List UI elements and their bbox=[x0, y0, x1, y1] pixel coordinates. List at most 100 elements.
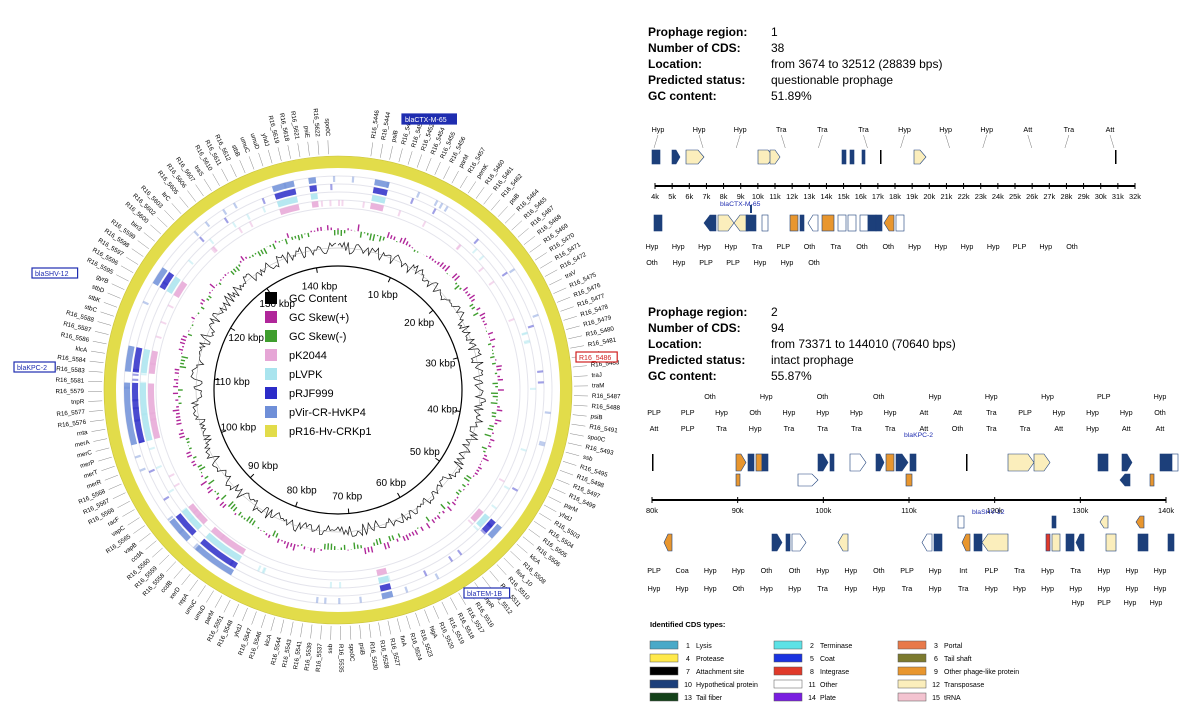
cds-type-label: Hyp bbox=[732, 566, 745, 575]
gene-label: spo0C bbox=[587, 434, 606, 444]
leader-line bbox=[1028, 135, 1032, 148]
gc-skew-bar bbox=[463, 287, 467, 290]
gene-label: stbC bbox=[83, 303, 98, 314]
gc-skew-bar bbox=[354, 543, 355, 550]
gc-skew-bar bbox=[228, 502, 233, 507]
cds-type-label: Hyp bbox=[648, 584, 661, 593]
cds-arrow bbox=[1120, 474, 1130, 486]
cds-block bbox=[886, 454, 894, 471]
gc-skew-bar bbox=[192, 325, 193, 326]
legend-label: GC Content bbox=[289, 293, 347, 305]
cds-type-label: Hyp bbox=[1086, 424, 1099, 433]
prophage1-axis-tick-label: 4k bbox=[651, 192, 659, 201]
gene-leader-line bbox=[482, 577, 491, 588]
cds-legend-swatch bbox=[650, 654, 678, 662]
gc-skew-bar bbox=[173, 410, 180, 411]
gc-skew-bar bbox=[370, 233, 371, 240]
gc-skew-bar bbox=[447, 273, 448, 274]
cds-block bbox=[868, 215, 876, 231]
blast-hit-block bbox=[381, 591, 393, 599]
legend-swatch bbox=[265, 330, 277, 342]
blast-hit-block bbox=[310, 193, 317, 200]
info-label: Number of CDS: bbox=[648, 41, 741, 55]
gc-skew-bar bbox=[239, 265, 240, 267]
gc-skew-bar bbox=[216, 285, 217, 286]
gene-leader-line bbox=[443, 166, 449, 179]
kbp-tick bbox=[316, 268, 317, 273]
blast-hit-tick bbox=[538, 381, 544, 383]
cds-arrow bbox=[672, 150, 680, 164]
cds-legend-number: 1 bbox=[686, 643, 690, 650]
cds-type-label: Tra bbox=[851, 424, 862, 433]
gc-skew-bar bbox=[192, 317, 195, 319]
cds-block bbox=[910, 454, 916, 471]
cds-legend-number: 11 bbox=[808, 682, 815, 689]
cds-type-label: Hyp bbox=[781, 258, 794, 267]
gene-leader-line bbox=[172, 203, 181, 213]
gc-skew-bar bbox=[406, 241, 408, 245]
blast-hit-tick bbox=[155, 335, 161, 339]
cds-block bbox=[790, 215, 798, 231]
gc-skew-bar bbox=[282, 540, 283, 541]
cds-arrow bbox=[914, 150, 926, 164]
gene-leader-line bbox=[112, 284, 125, 290]
gc-skew-bar bbox=[239, 512, 242, 515]
gene-leader-line bbox=[566, 326, 580, 330]
cds-legend-swatch bbox=[898, 667, 926, 675]
cds-type-label: Hyp bbox=[934, 242, 947, 251]
cds-block bbox=[850, 150, 854, 164]
cds-arrow bbox=[1122, 454, 1132, 471]
gc-skew-bar bbox=[455, 285, 459, 289]
cds-type-label: PLP bbox=[900, 566, 914, 575]
info-value: 1 bbox=[771, 25, 778, 39]
prophage1-axis-tick-label: 11k bbox=[769, 192, 781, 201]
gene-leader-line bbox=[433, 606, 439, 619]
gene-label: tnpR bbox=[71, 398, 85, 406]
cds-arrow bbox=[818, 454, 828, 471]
gene-leader-line bbox=[233, 604, 239, 617]
resistance-gene-label: R16_5486 bbox=[579, 355, 611, 362]
cds-block bbox=[848, 215, 856, 231]
gc-skew-bar bbox=[180, 342, 185, 343]
gc-skew-bar bbox=[373, 234, 375, 241]
gene-leader-line bbox=[198, 585, 206, 597]
cds-type-label: Hyp bbox=[1039, 242, 1052, 251]
blast-hit-tick bbox=[163, 496, 169, 501]
gc-skew-bar bbox=[292, 237, 293, 240]
gc-skew-bar bbox=[477, 470, 479, 471]
legend-swatch bbox=[265, 387, 277, 399]
gc-skew-bar bbox=[491, 403, 498, 404]
cds-legend-swatch bbox=[898, 693, 926, 701]
cds-type-label: Tra bbox=[817, 125, 828, 134]
cds-legend-number: 6 bbox=[934, 656, 938, 663]
gc-skew-bar bbox=[452, 502, 455, 505]
legend-label: pVir-CR-HvKP4 bbox=[289, 407, 366, 419]
cds-arrow bbox=[808, 215, 818, 231]
attachment-site bbox=[652, 454, 654, 471]
cds-block bbox=[830, 454, 834, 471]
cds-block bbox=[800, 215, 804, 231]
cds-legend-swatch bbox=[650, 667, 678, 675]
blast-hit-tick bbox=[352, 176, 355, 182]
gc-skew-bar bbox=[492, 413, 497, 414]
gene-leader-line bbox=[539, 513, 551, 520]
cds-legend-number: 14 bbox=[808, 695, 816, 702]
gc-skew-bar bbox=[490, 357, 494, 358]
gc-skew-bar bbox=[208, 489, 212, 493]
gc-skew-bar bbox=[291, 543, 292, 547]
cds-block bbox=[1052, 516, 1056, 528]
prophage1-axis-tick-label: 29k bbox=[1078, 192, 1090, 201]
cds-block bbox=[652, 150, 660, 164]
gc-skew-bar bbox=[202, 299, 205, 301]
cds-type-label: Oth bbox=[817, 392, 829, 401]
cds-block bbox=[1052, 534, 1060, 551]
leader-line bbox=[946, 135, 950, 148]
gene-label: stbB bbox=[230, 144, 241, 158]
gene-leader-line bbox=[524, 236, 535, 245]
gene-leader-line bbox=[560, 307, 573, 312]
kbp-tick-label: 110 kbp bbox=[215, 377, 250, 388]
cds-type-label: Tra bbox=[784, 424, 795, 433]
gc-skew-bar bbox=[488, 332, 493, 334]
cds-legend-label: Tail fiber bbox=[696, 695, 723, 702]
gene-leader-line bbox=[504, 558, 514, 568]
